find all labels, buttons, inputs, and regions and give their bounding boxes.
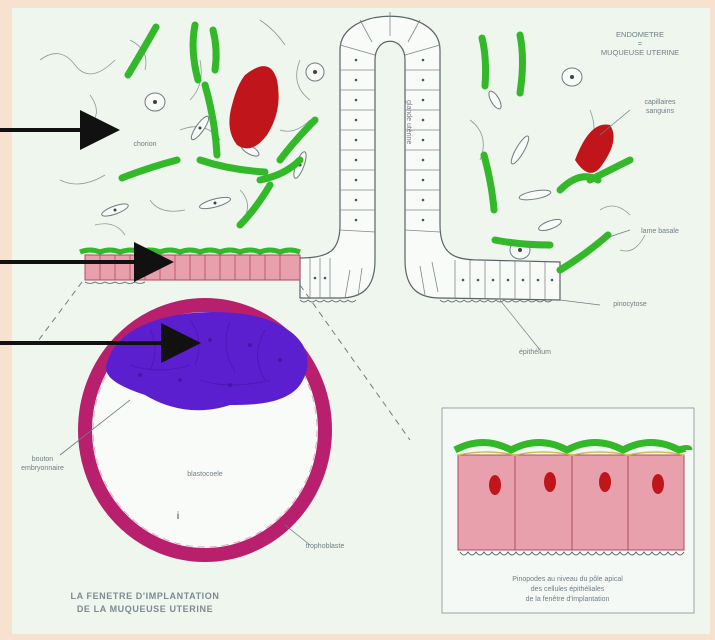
caption-main: LA FENETRE D'IMPLANTATION DE LA MUQUEUSE… bbox=[30, 590, 260, 616]
label-capillaires: capillaires sanguins bbox=[625, 98, 695, 116]
label-i-mark: i bbox=[172, 512, 184, 521]
label-lame-basale: lame basale bbox=[630, 227, 690, 236]
label-bouton: bouton embryonnaire bbox=[20, 455, 65, 473]
window-epithelium bbox=[80, 250, 300, 284]
label-pinocytose: pinocytose bbox=[600, 300, 660, 309]
caption-inset: Pinopodes au niveau du pôle apical des c… bbox=[450, 575, 685, 605]
label-epithelium: épithélium bbox=[505, 348, 565, 357]
label-glande: glande utérine bbox=[405, 100, 412, 144]
label-blastocoele: blastocoele bbox=[165, 470, 245, 479]
label-endometre: ENDOMETRE = MUQUEUSE UTERINE bbox=[585, 30, 695, 57]
label-trophoblaste: trophoblaste bbox=[290, 542, 360, 551]
label-chorion: chorion bbox=[125, 140, 165, 149]
